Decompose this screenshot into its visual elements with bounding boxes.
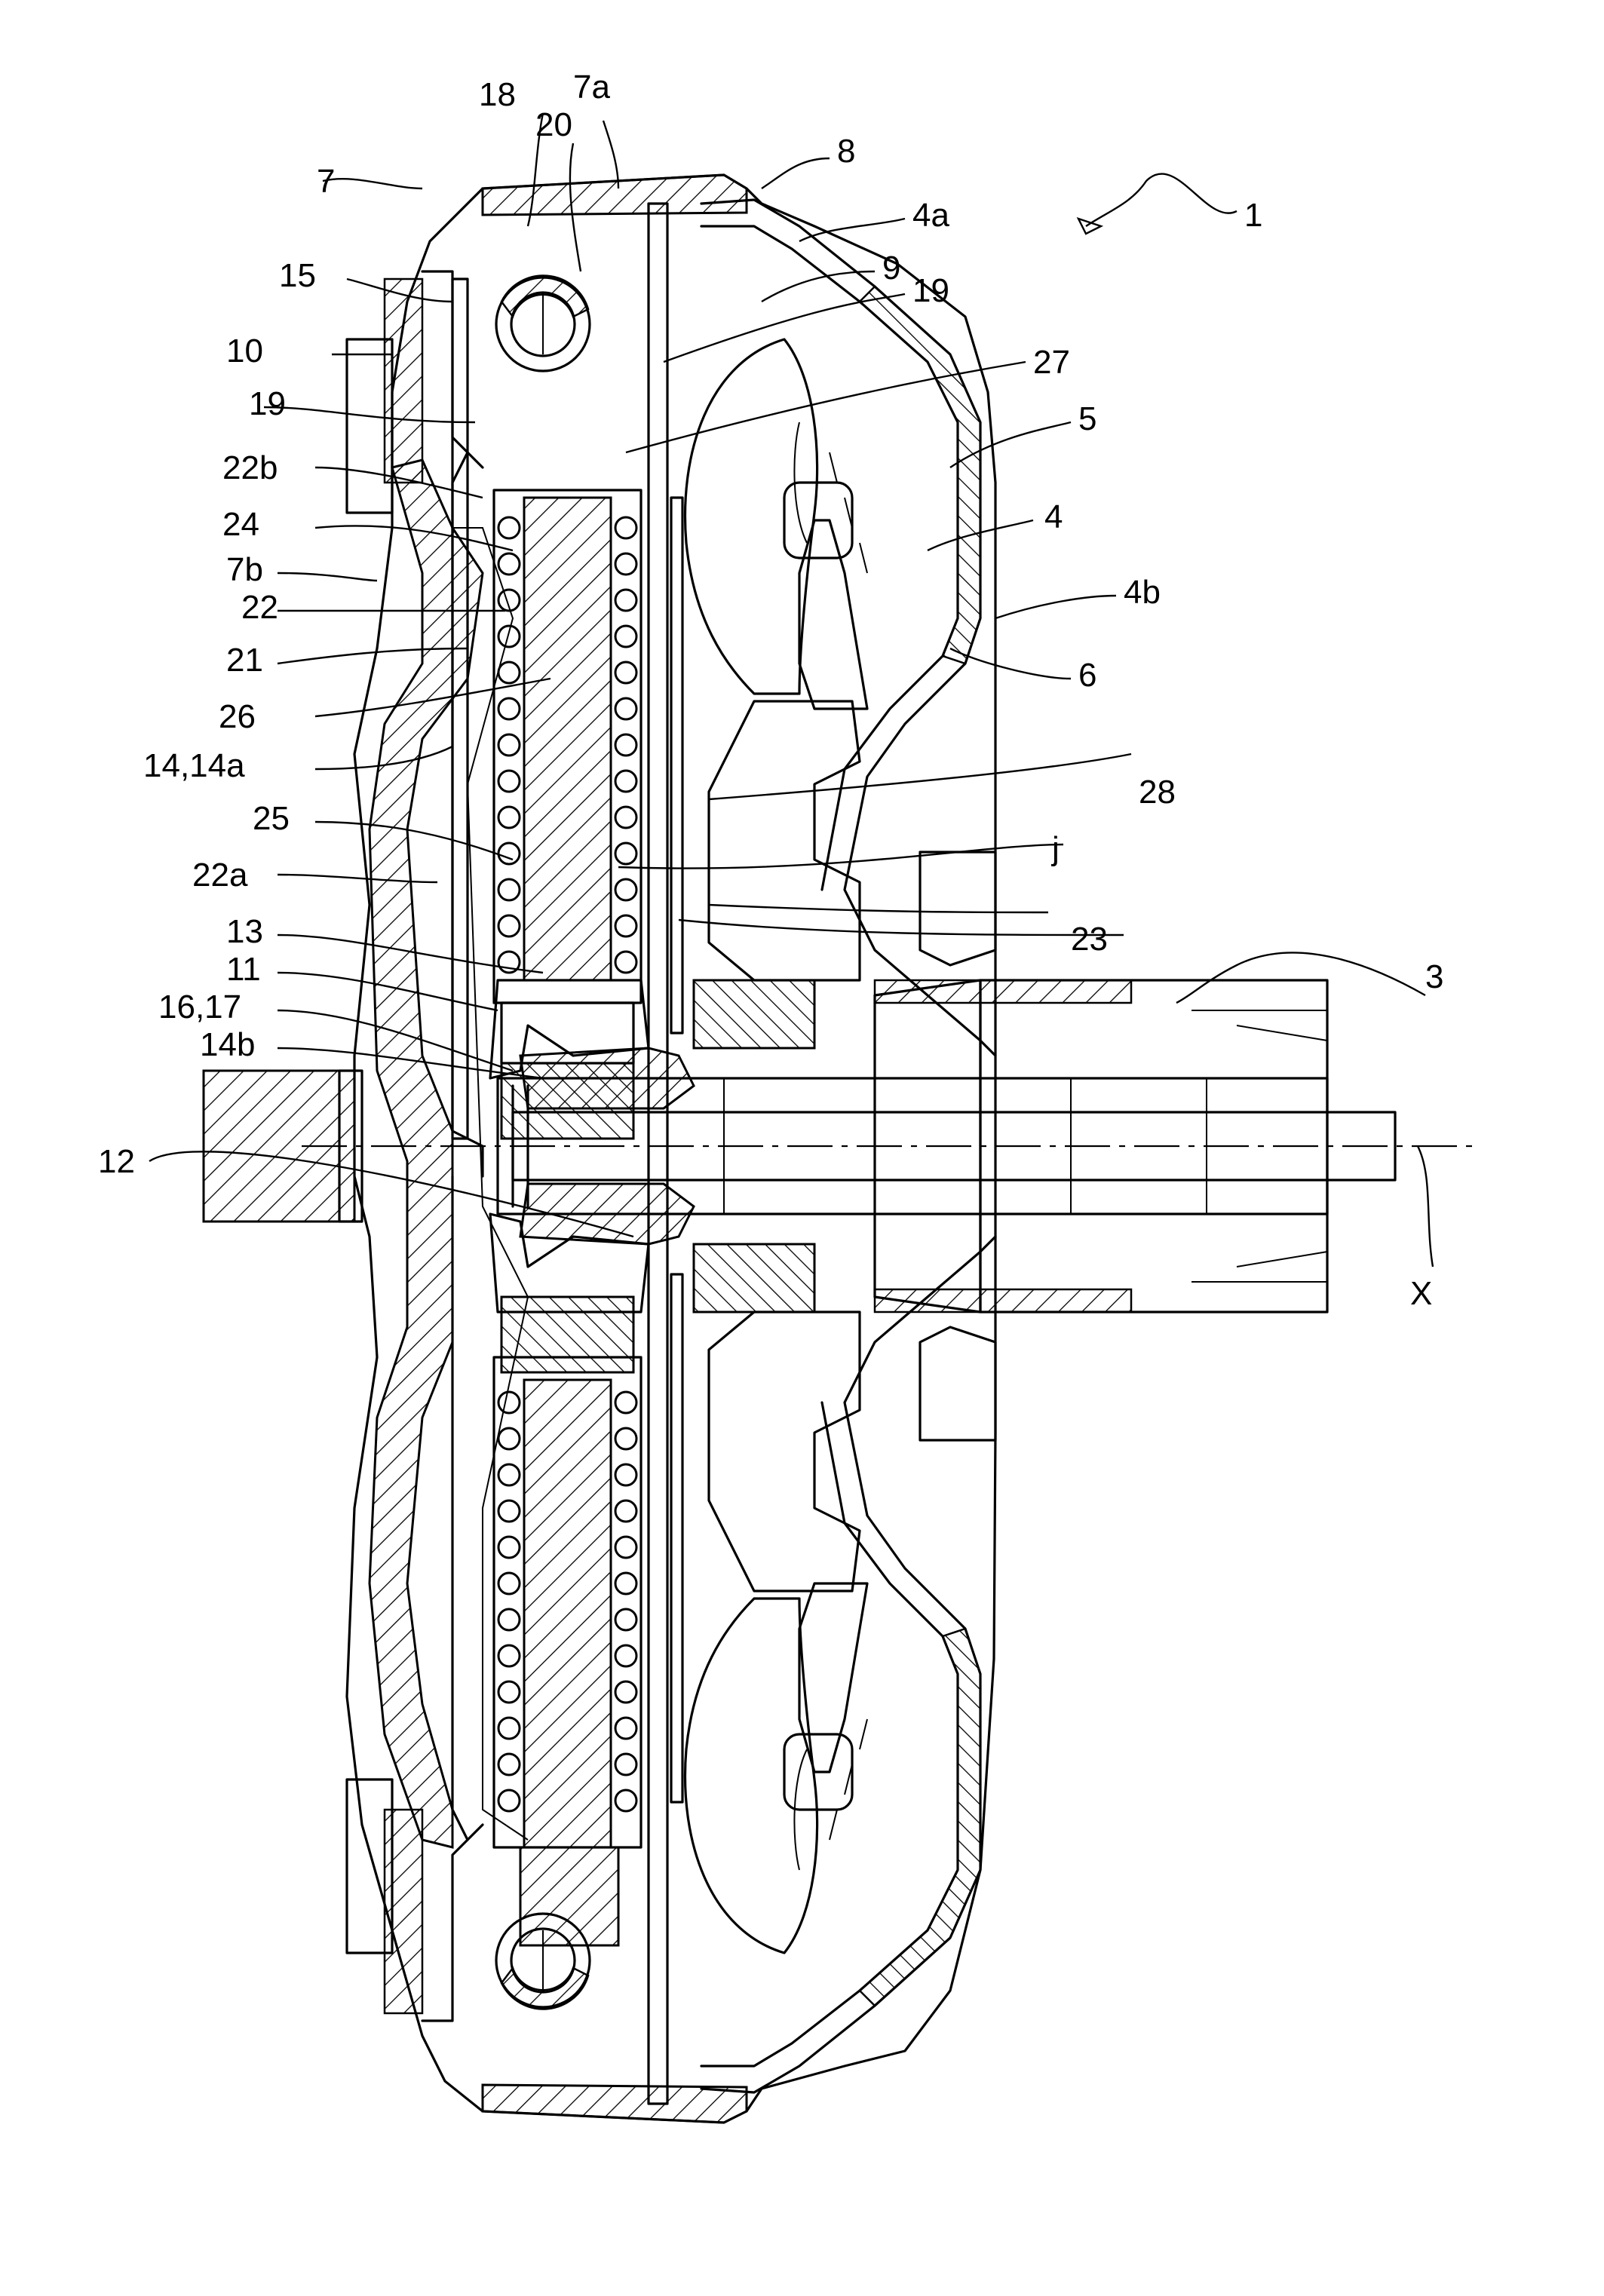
label-3: 3 xyxy=(1425,958,1443,995)
spring-coil xyxy=(615,1790,636,1811)
label-4: 4 xyxy=(1044,498,1063,535)
spring-coil xyxy=(615,590,636,611)
spring-coil xyxy=(615,1501,636,1522)
spring-coil xyxy=(615,1392,636,1413)
spring-coil xyxy=(615,553,636,575)
spring-coil xyxy=(615,843,636,864)
spring-coil xyxy=(615,698,636,719)
spring-coil xyxy=(615,807,636,828)
inner-spring-top xyxy=(494,490,641,1139)
spring-coil xyxy=(615,915,636,936)
spring-coil xyxy=(498,1609,520,1630)
label-20: 20 xyxy=(535,106,572,143)
label-6: 6 xyxy=(1078,657,1096,694)
spring-coil xyxy=(498,698,520,719)
label-15: 15 xyxy=(279,257,316,294)
label-23: 23 xyxy=(1071,921,1108,958)
leader-lines xyxy=(149,113,1425,1237)
spring-coil xyxy=(498,1645,520,1666)
spring-coil xyxy=(615,1681,636,1703)
label-9: 9 xyxy=(882,250,900,287)
label-7: 7 xyxy=(317,163,335,200)
label-22: 22 xyxy=(241,589,278,626)
inner-spring-bottom xyxy=(494,1297,641,1945)
spring-coil xyxy=(498,626,520,647)
label-22b: 22b xyxy=(222,449,278,486)
label-14-14a: 14,14a xyxy=(143,747,245,784)
label-28: 28 xyxy=(1139,774,1176,811)
label-7b: 7b xyxy=(226,551,263,588)
spring-coil xyxy=(498,1464,520,1485)
spring-coil xyxy=(498,879,520,900)
spring-coil xyxy=(615,662,636,683)
spring-coil xyxy=(615,1428,636,1449)
spring-coil xyxy=(498,915,520,936)
spring-coil xyxy=(615,1464,636,1485)
spring-coil xyxy=(498,553,520,575)
label-25: 25 xyxy=(253,800,290,837)
label-27: 27 xyxy=(1033,344,1070,381)
label-21: 21 xyxy=(226,642,263,679)
spring-coil xyxy=(498,662,520,683)
spring-coil xyxy=(498,1392,520,1413)
label-1: 1 xyxy=(1244,197,1262,234)
spring-coil xyxy=(615,1537,636,1558)
spring-coil xyxy=(615,952,636,973)
label-8: 8 xyxy=(837,133,855,170)
label-7a: 7a xyxy=(573,69,610,106)
spring-coil xyxy=(615,771,636,792)
spring-coil xyxy=(615,1754,636,1775)
spring-coil xyxy=(615,734,636,756)
spring-coil xyxy=(498,771,520,792)
spring-coil xyxy=(615,1609,636,1630)
label-14b: 14b xyxy=(200,1026,255,1063)
label-4a: 4a xyxy=(912,197,949,234)
spring-coil xyxy=(498,1573,520,1594)
spring-coil xyxy=(615,1718,636,1739)
outer-spring-top xyxy=(496,276,590,371)
label-18: 18 xyxy=(479,76,516,113)
label-X: X xyxy=(1410,1275,1432,1312)
label-24: 24 xyxy=(222,506,259,543)
label-j: j xyxy=(1050,830,1060,867)
cover-housing xyxy=(347,175,995,2123)
label-10: 10 xyxy=(226,333,263,369)
spring-coil xyxy=(498,1718,520,1739)
spring-coil xyxy=(498,843,520,864)
spring-coil xyxy=(498,807,520,828)
label-12: 12 xyxy=(98,1143,135,1180)
label-16-17: 16,17 xyxy=(158,989,241,1025)
spring-coil xyxy=(498,1537,520,1558)
label-11: 11 xyxy=(226,951,261,988)
label-19-right: 19 xyxy=(912,272,949,309)
spring-coil xyxy=(615,626,636,647)
spring-coil xyxy=(498,1428,520,1449)
spring-coil xyxy=(498,734,520,756)
spring-coil xyxy=(615,1645,636,1666)
spring-coil xyxy=(498,1754,520,1775)
spring-coil xyxy=(498,517,520,538)
label-4b: 4b xyxy=(1124,574,1161,611)
spring-coil xyxy=(615,879,636,900)
spring-coil xyxy=(615,1573,636,1594)
label-5: 5 xyxy=(1078,400,1096,437)
label-19-left: 19 xyxy=(249,385,286,422)
spring-coil xyxy=(498,1501,520,1522)
label-22a: 22a xyxy=(192,857,248,894)
label-13: 13 xyxy=(226,913,263,950)
spring-coil xyxy=(615,517,636,538)
spring-coil xyxy=(498,1790,520,1811)
spring-coil xyxy=(498,1681,520,1703)
label-26: 26 xyxy=(219,698,256,735)
